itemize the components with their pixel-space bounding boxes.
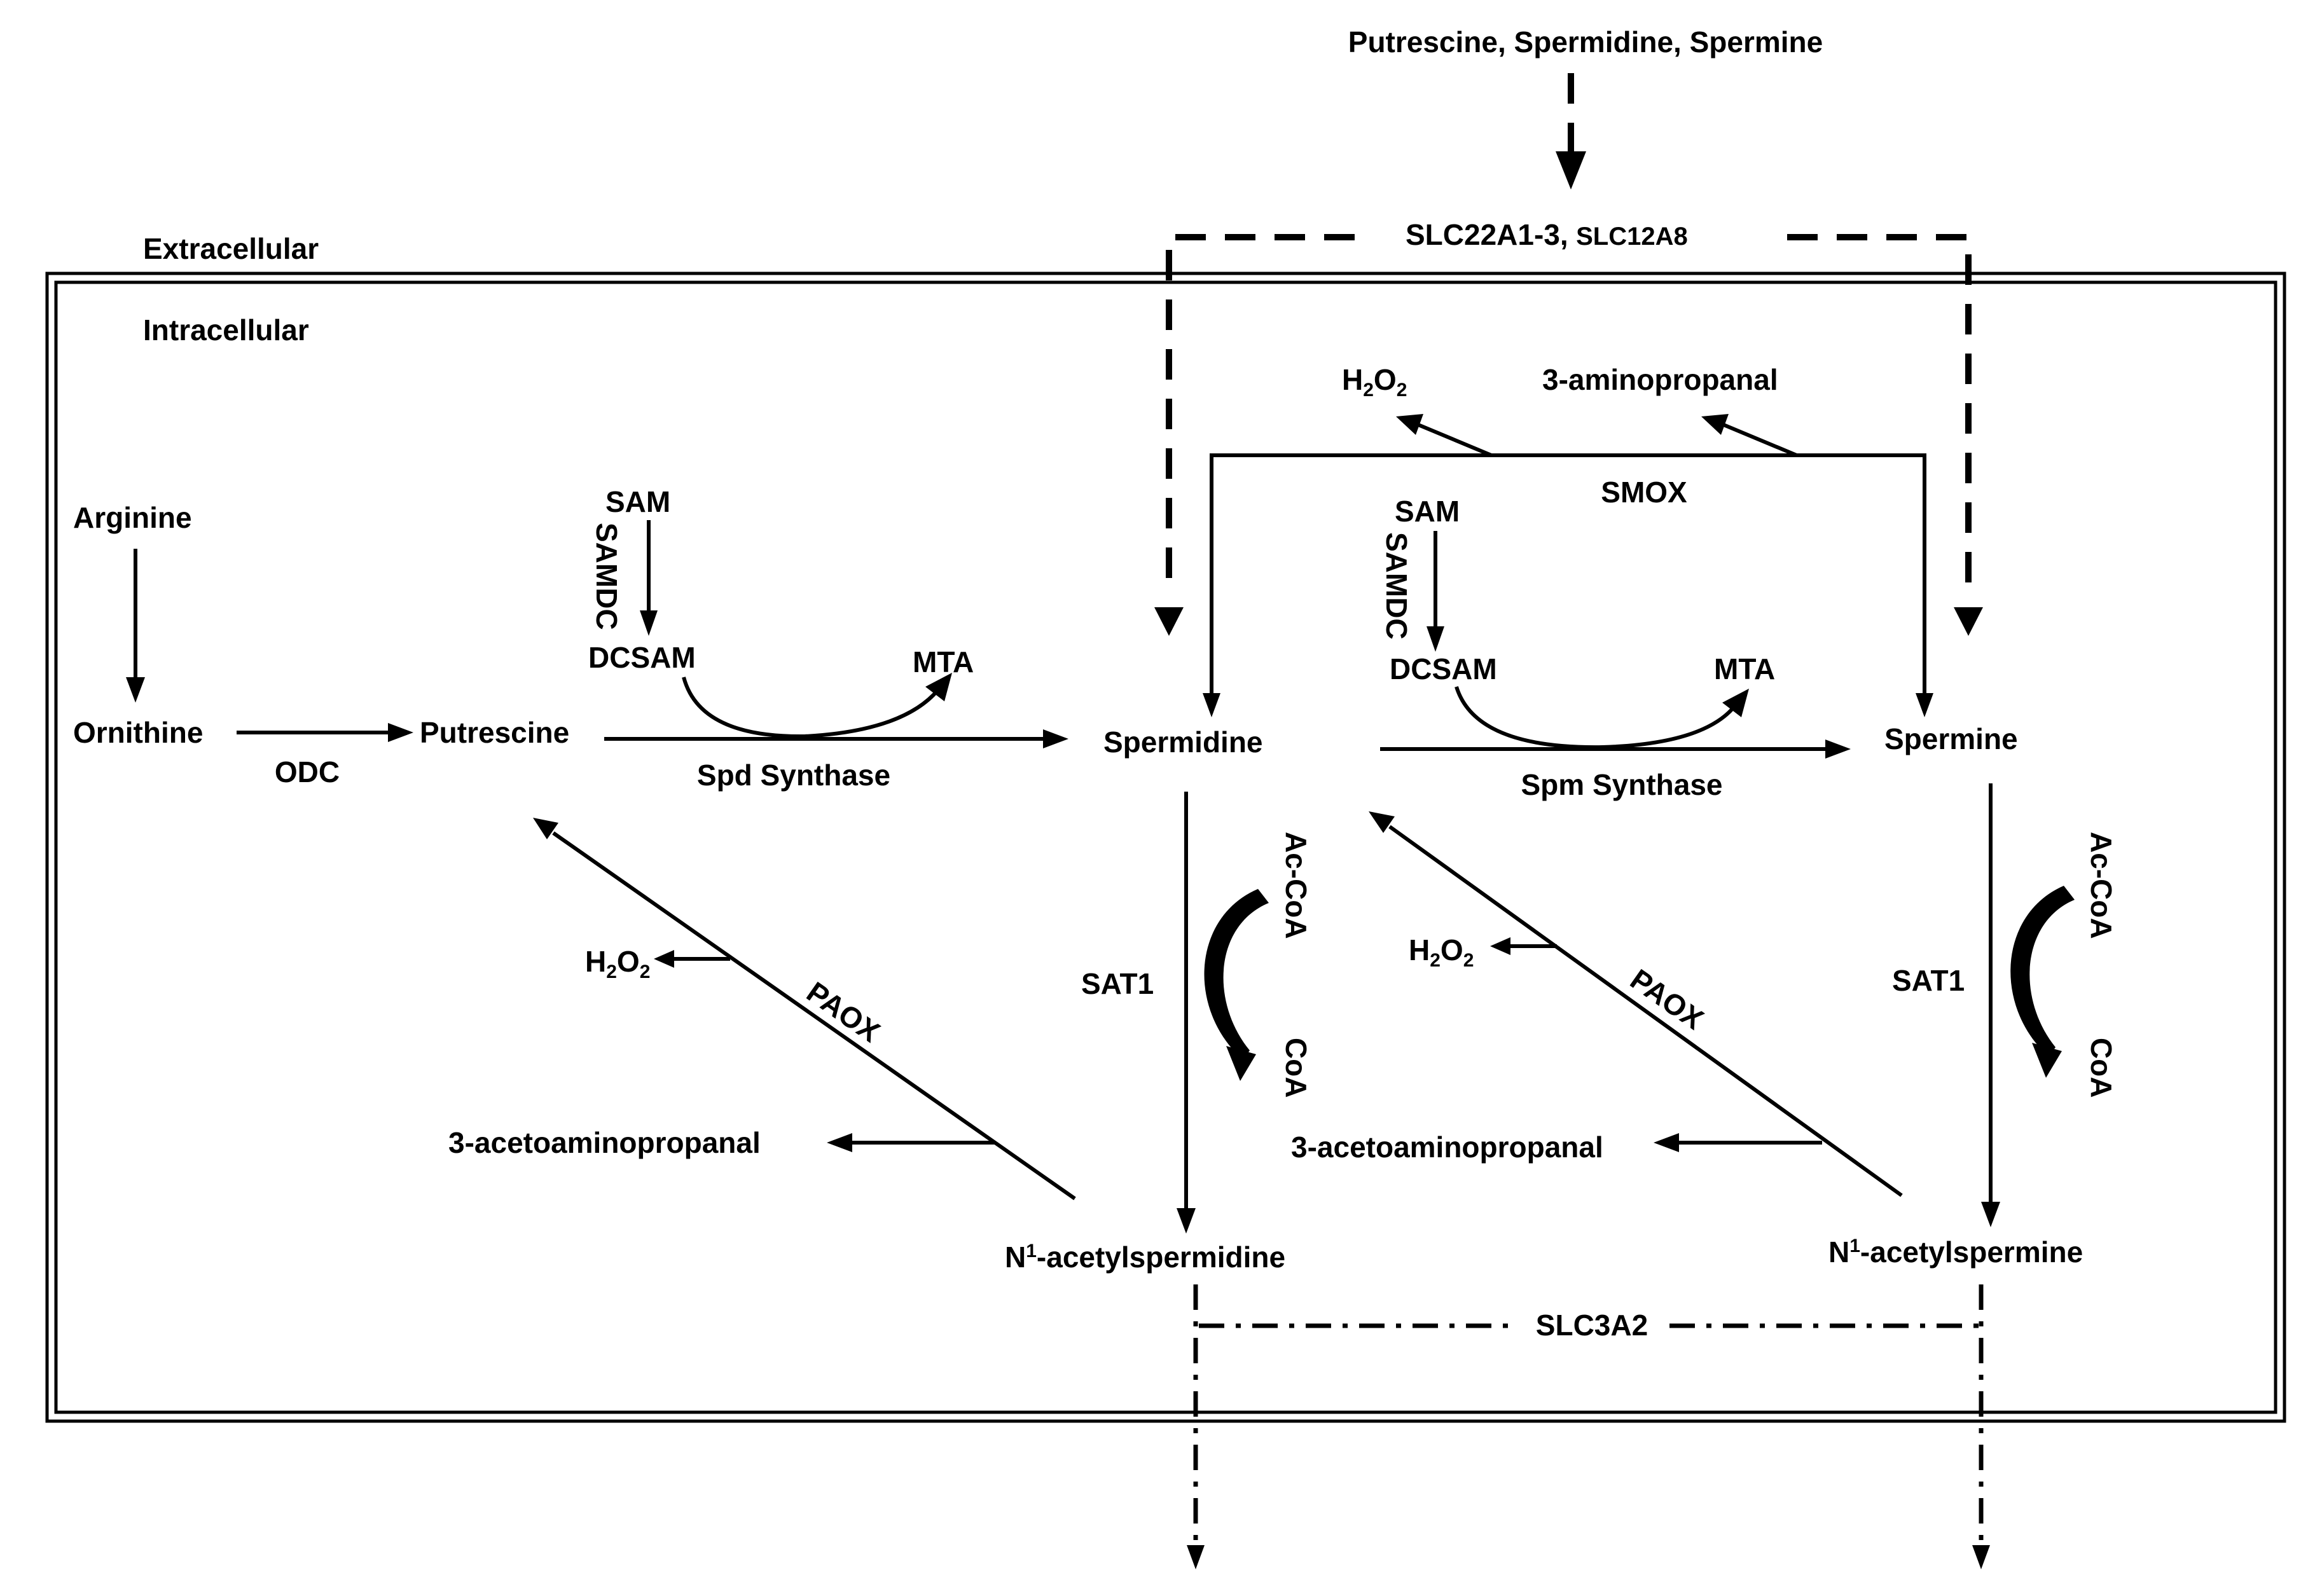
paox-left-arrowhead bbox=[533, 818, 558, 839]
dcsam-to-mta-right-curve bbox=[1455, 686, 1737, 750]
n1-acetylspermidine-label: N1-acetylspermidine bbox=[1005, 1241, 1285, 1274]
spermine-label: Spermine bbox=[1884, 722, 2018, 755]
acetoaminopropanal-right-label: 3-acetoaminopropanal bbox=[1291, 1131, 1603, 1164]
spm-synthase-label: Spm Synthase bbox=[1521, 768, 1723, 801]
extracellular-label: Extracellular bbox=[143, 232, 319, 265]
paox-left-acetoaminopropanal-arrowhead bbox=[827, 1133, 852, 1152]
mta-right-label: MTA bbox=[1714, 652, 1775, 685]
paox-right-h2o2-arrowhead bbox=[1490, 937, 1510, 955]
ornithine-label: Ornithine bbox=[73, 716, 203, 749]
smox-h2o2-arrowhead bbox=[1396, 414, 1423, 435]
paox-right-arrowhead bbox=[1369, 811, 1395, 833]
spermidine-to-spermine-arrowhead bbox=[1825, 740, 1851, 759]
coa-right-label: CoA bbox=[2085, 1038, 2118, 1098]
acetyl-transfer-left-arrowhead bbox=[1226, 1046, 1256, 1081]
sat1-right-arrowhead bbox=[1981, 1202, 2000, 1227]
smox-h2o2-arrow bbox=[1417, 423, 1493, 457]
paox-right-arrow bbox=[1388, 825, 1903, 1197]
smox-label: SMOX bbox=[1601, 476, 1687, 509]
export-spermidine-arrowhead bbox=[1187, 1545, 1205, 1569]
h2o2-top-label: H2O2 bbox=[1342, 363, 1407, 401]
arginine-to-ornithine-arrowhead bbox=[126, 677, 145, 703]
transport-substrates-label: Putrescine, Spermidine, Spermine bbox=[1348, 25, 1823, 58]
aminopropanal-label: 3-aminopropanal bbox=[1542, 363, 1778, 396]
coa-left-label: CoA bbox=[1280, 1038, 1313, 1098]
smox-bracket bbox=[1210, 453, 1926, 693]
acetyl-transfer-right-curve bbox=[2010, 886, 2075, 1059]
n1-acetylspermine-label: N1-acetylspermine bbox=[1828, 1235, 2083, 1269]
samdc-right-label: SAMDC bbox=[1380, 532, 1413, 640]
ornithine-to-putrescine-arrowhead bbox=[388, 723, 413, 742]
importer-dashed-bracket-right bbox=[1787, 234, 1972, 591]
intracellular-label: Intracellular bbox=[143, 313, 309, 347]
smox-aminopropanal-arrowhead bbox=[1701, 414, 1729, 435]
sam-to-dcsam-left-arrowhead bbox=[640, 610, 658, 636]
sat1-left-label: SAT1 bbox=[1081, 967, 1154, 1000]
arginine-label: Arginine bbox=[73, 501, 192, 534]
dcsam-left-label: DCSAM bbox=[588, 641, 696, 674]
import-arrowhead bbox=[1556, 151, 1586, 189]
cell-membrane-inner bbox=[54, 280, 2277, 1414]
putrescine-to-spermidine-arrowhead bbox=[1043, 729, 1068, 748]
import-spermine-arrowhead bbox=[1954, 607, 1983, 636]
import-spermidine-arrowhead bbox=[1154, 607, 1184, 636]
export-spermine-arrowhead bbox=[1972, 1545, 1990, 1569]
accoa-left-label: Ac-CoA bbox=[1280, 832, 1313, 939]
sat1-right-label: SAT1 bbox=[1892, 964, 1965, 997]
exporter-label: SLC3A2 bbox=[1536, 1309, 1648, 1342]
paox-left-arrow bbox=[552, 831, 1076, 1200]
dcsam-to-mta-left-curve bbox=[682, 677, 940, 739]
dcsam-right-label: DCSAM bbox=[1390, 652, 1497, 685]
importer-label: SLC22A1-3, SLC12A8 bbox=[1406, 218, 1688, 251]
accoa-right-label: Ac-CoA bbox=[2085, 832, 2118, 939]
paox-right-acetoaminopropanal-arrowhead bbox=[1654, 1133, 1679, 1152]
putrescine-label: Putrescine bbox=[420, 716, 569, 749]
paox-left-h2o2-arrowhead bbox=[654, 950, 674, 968]
sam-to-dcsam-right-arrowhead bbox=[1427, 626, 1444, 652]
odc-label: ODC bbox=[275, 755, 340, 788]
acetyl-transfer-left-curve bbox=[1204, 889, 1269, 1062]
acetoaminopropanal-left-label: 3-acetoaminopropanal bbox=[448, 1126, 761, 1159]
sat1-left-arrowhead bbox=[1177, 1208, 1196, 1234]
spd-synthase-label: Spd Synthase bbox=[697, 759, 890, 792]
smox-spermidine-arrowhead bbox=[1203, 693, 1220, 717]
samdc-left-label: SAMDC bbox=[590, 523, 623, 630]
sam-right-label: SAM bbox=[1395, 495, 1460, 528]
h2o2-right-label: H2O2 bbox=[1409, 933, 1474, 971]
dcsam-to-mta-right-arrowhead bbox=[1722, 689, 1749, 717]
smox-aminopropanal-arrow bbox=[1722, 423, 1798, 457]
h2o2-left-label: H2O2 bbox=[585, 945, 650, 982]
spermidine-label: Spermidine bbox=[1103, 726, 1263, 759]
dcsam-to-mta-left-arrowhead bbox=[925, 673, 952, 701]
mta-left-label: MTA bbox=[913, 645, 974, 678]
importer-dashed-bracket-left bbox=[1166, 234, 1355, 591]
acetyl-transfer-right-arrowhead bbox=[2032, 1043, 2062, 1078]
smox-spermine-arrowhead bbox=[1916, 693, 1933, 717]
sam-left-label: SAM bbox=[605, 485, 670, 518]
